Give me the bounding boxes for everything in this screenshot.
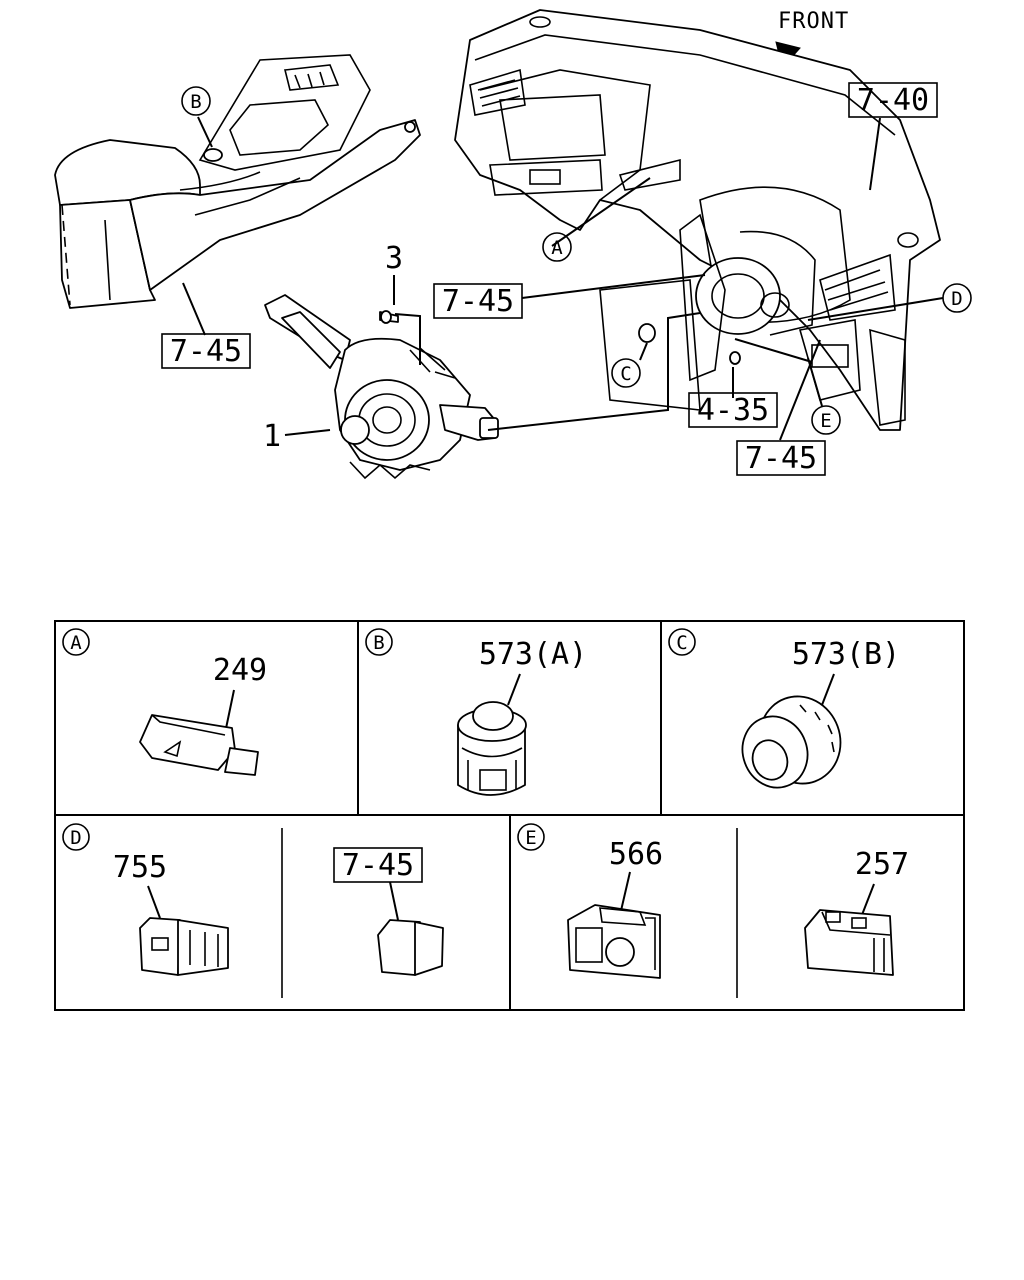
detail-a-marker: A bbox=[70, 632, 82, 654]
detail-b-part-label[interactable]: 573(A) bbox=[479, 637, 587, 672]
leader-lines bbox=[182, 116, 944, 441]
detail-a: A 249 bbox=[62, 628, 267, 776]
instrument-panel bbox=[454, 9, 941, 431]
part-3-label[interactable]: 3 bbox=[385, 241, 403, 276]
marker-a-label: A bbox=[551, 237, 563, 259]
detail-d-ref-label: 7-45 bbox=[342, 848, 414, 883]
detail-b-marker: B bbox=[373, 632, 384, 654]
ref-7-40-label: 7-40 bbox=[857, 83, 929, 118]
detail-c: C 573(B) bbox=[668, 628, 900, 789]
ref-7-40[interactable]: 7-40 bbox=[848, 82, 938, 118]
marker-b-label: B bbox=[190, 91, 201, 113]
ref-7-45-switch[interactable]: 7-45 bbox=[433, 283, 523, 319]
marker-e-label: E bbox=[820, 410, 831, 432]
callout-e[interactable]: E bbox=[811, 405, 841, 435]
detail-c-marker: C bbox=[676, 632, 687, 654]
detail-e: E 566 257 bbox=[517, 823, 909, 979]
front-label: FRONT bbox=[778, 9, 849, 34]
ref-7-45-console[interactable]: 7-45 bbox=[161, 333, 251, 369]
combination-switch bbox=[264, 294, 499, 480]
callout-b[interactable]: B bbox=[181, 86, 211, 116]
detail-d-part-label[interactable]: 755 bbox=[113, 850, 167, 885]
detail-c-part-label[interactable]: 573(B) bbox=[792, 637, 900, 672]
detail-b: B 573(A) bbox=[365, 628, 587, 796]
callout-a[interactable]: A bbox=[542, 232, 572, 262]
ref-4-35-label: 4-35 bbox=[697, 393, 769, 428]
center-console bbox=[54, 54, 421, 309]
detail-d-ref-7-45[interactable]: 7-45 bbox=[333, 847, 423, 883]
ref-7-45-switch-label: 7-45 bbox=[442, 284, 514, 319]
ref-7-45-lower[interactable]: 7-45 bbox=[736, 440, 826, 476]
detail-e-part2-label[interactable]: 257 bbox=[855, 847, 909, 882]
detail-d-marker: D bbox=[70, 827, 81, 849]
ref-4-35[interactable]: 4-35 bbox=[688, 392, 778, 428]
ref-7-45-lower-label: 7-45 bbox=[745, 441, 817, 476]
detail-d: D 755 7-45 bbox=[62, 823, 444, 976]
detail-e-part-label[interactable]: 566 bbox=[609, 837, 663, 872]
detail-e-marker: E bbox=[525, 827, 536, 849]
detail-a-part-label[interactable]: 249 bbox=[213, 653, 267, 688]
marker-d-label: D bbox=[951, 288, 962, 310]
callout-c[interactable]: C bbox=[611, 358, 641, 388]
ref-7-45-console-label: 7-45 bbox=[170, 334, 242, 369]
part-1-label[interactable]: 1 bbox=[263, 419, 281, 454]
marker-c-label: C bbox=[620, 363, 631, 385]
top-callouts: B A C D E 7-40 7-45 bbox=[161, 82, 972, 476]
callout-d[interactable]: D bbox=[942, 283, 972, 313]
detail-grid bbox=[54, 620, 965, 1011]
